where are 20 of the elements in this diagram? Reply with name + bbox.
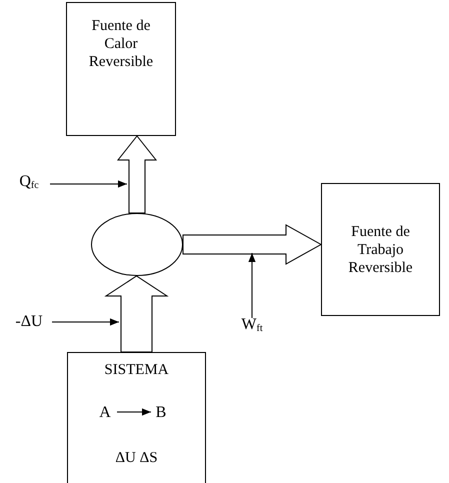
- process-box: [321, 183, 440, 316]
- ellipse: [91, 213, 183, 276]
- hollow-arrow: [182, 224, 322, 265]
- symbol-label: A: [98, 404, 112, 422]
- box-text: Fuente de Trabajo Reversible: [347, 222, 414, 276]
- symbol-label: -ΔU: [12, 313, 46, 331]
- hollow-arrow: [104, 275, 169, 352]
- system-box: [67, 352, 206, 483]
- symbol-label: Q$_{fc}$: [14, 175, 44, 193]
- box-text: ΔU ΔS: [114, 449, 159, 467]
- box-text: SISTEMA: [103, 361, 170, 379]
- arrow: [50, 180, 128, 188]
- arrow: [116, 408, 152, 416]
- box-text: Fuente de Calor Reversible: [88, 17, 154, 71]
- symbol-label: W$_{ft}$: [237, 318, 267, 336]
- arrow: [52, 318, 120, 326]
- hollow-arrow: [116, 135, 158, 214]
- symbol-label: B: [154, 404, 168, 422]
- arrow: [248, 252, 256, 318]
- process-box: [66, 2, 176, 136]
